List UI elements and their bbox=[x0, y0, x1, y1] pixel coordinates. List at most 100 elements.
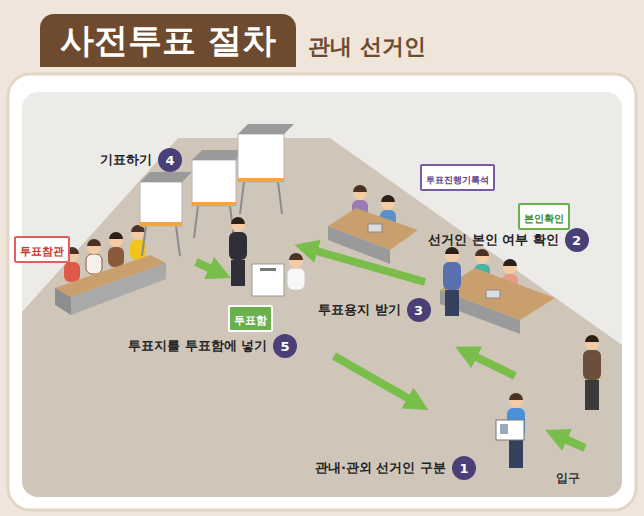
sign-board: 본인확인 bbox=[518, 203, 570, 230]
person bbox=[287, 253, 305, 290]
booth-leg bbox=[240, 182, 244, 214]
table-front bbox=[440, 290, 520, 334]
flow-arrow bbox=[196, 262, 220, 273]
laptop bbox=[486, 290, 500, 298]
person-hair bbox=[381, 195, 395, 202]
voting-booth bbox=[238, 124, 294, 214]
person-legs bbox=[585, 380, 599, 410]
person-hair bbox=[109, 232, 123, 239]
person-head bbox=[87, 240, 101, 254]
booth-strip bbox=[140, 222, 182, 226]
callout-number: 3 bbox=[407, 298, 431, 322]
person-body bbox=[443, 262, 461, 290]
person-head bbox=[509, 394, 523, 408]
callout-number: 4 bbox=[158, 148, 182, 172]
person-head bbox=[353, 186, 367, 200]
person-head bbox=[585, 336, 599, 350]
step-label: 투표지를 투표함에 넣기 bbox=[128, 338, 267, 354]
flow-arrow bbox=[306, 248, 425, 282]
ballot-slot bbox=[260, 268, 276, 271]
person bbox=[229, 217, 247, 286]
booth-leg bbox=[278, 182, 282, 214]
person-head bbox=[231, 218, 245, 232]
table-front bbox=[71, 263, 166, 315]
person-legs bbox=[509, 438, 523, 468]
booth-strip bbox=[238, 178, 284, 182]
ballot-box bbox=[252, 264, 284, 296]
flow-arrow bbox=[556, 435, 585, 448]
person bbox=[86, 239, 102, 274]
booth-top bbox=[238, 124, 294, 134]
person-body bbox=[229, 232, 247, 260]
sign-label: 본인확인 bbox=[524, 213, 564, 224]
person bbox=[108, 232, 124, 267]
booth-box bbox=[140, 182, 182, 226]
room bbox=[22, 92, 622, 497]
person-hair bbox=[289, 253, 303, 260]
person bbox=[443, 247, 461, 316]
panel bbox=[8, 74, 636, 510]
floor-label: 입구 bbox=[556, 470, 580, 487]
table-side bbox=[55, 288, 71, 315]
voting-booth bbox=[140, 172, 192, 256]
callout-number: 5 bbox=[273, 334, 297, 358]
sign-label: 투표함 bbox=[234, 314, 267, 327]
step-label: 기표하기 bbox=[100, 152, 152, 168]
callout-number: 1 bbox=[452, 456, 476, 480]
booth-top bbox=[140, 172, 192, 182]
floor bbox=[22, 138, 622, 497]
person-hair bbox=[509, 393, 523, 400]
person-hair bbox=[231, 217, 245, 224]
booth-leg bbox=[142, 226, 146, 256]
person bbox=[583, 335, 601, 410]
person-body bbox=[108, 247, 124, 267]
step-callout: 기표하기 4 bbox=[100, 148, 182, 172]
sign-label: 투표참관 bbox=[20, 245, 64, 258]
subtitle: 관내 선거인 bbox=[308, 32, 426, 62]
person-hair bbox=[585, 335, 599, 342]
booth-strip bbox=[192, 202, 236, 206]
id-card bbox=[496, 420, 524, 440]
person-body bbox=[287, 268, 305, 290]
person-head bbox=[475, 250, 489, 264]
person-hair bbox=[87, 239, 101, 246]
step-callout: 투표지를 투표함에 넣기 5 bbox=[128, 334, 297, 358]
sign-board: 투표함 bbox=[228, 305, 273, 332]
step-label: 투표용지 받기 bbox=[318, 302, 401, 318]
booth-box bbox=[192, 160, 236, 206]
booth-leg bbox=[194, 206, 198, 238]
person-body bbox=[64, 262, 80, 282]
person-hair bbox=[445, 247, 459, 254]
sign-board: 투표진행기록석 bbox=[420, 164, 495, 191]
person-head bbox=[381, 196, 395, 210]
id-photo bbox=[500, 424, 508, 434]
person-body bbox=[86, 254, 102, 274]
person-legs bbox=[445, 290, 459, 316]
step-label: 관내·관외 선거인 구분 bbox=[315, 460, 446, 476]
person bbox=[130, 225, 146, 260]
flow-arrow bbox=[466, 352, 515, 376]
person-body bbox=[583, 350, 601, 380]
step-callout: 관내·관외 선거인 구분 1 bbox=[315, 456, 476, 480]
title-banner: 사전투표 절차 bbox=[40, 14, 296, 67]
sign-label: 투표진행기록석 bbox=[426, 175, 489, 185]
wall bbox=[22, 92, 622, 497]
person-head bbox=[109, 233, 123, 247]
person-head bbox=[131, 226, 145, 240]
person-head bbox=[289, 254, 303, 268]
laptop bbox=[368, 224, 382, 232]
booth-leg bbox=[176, 226, 180, 256]
person-head bbox=[503, 260, 517, 274]
callout-number: 2 bbox=[565, 228, 589, 252]
booth-box bbox=[238, 134, 284, 182]
person-legs bbox=[231, 260, 245, 286]
sign-board: 투표참관 bbox=[14, 236, 70, 263]
step-callout: 투표용지 받기 3 bbox=[318, 298, 431, 322]
step-callout: 선거인 본인 여부 확인2 bbox=[428, 228, 589, 252]
person-hair bbox=[353, 185, 367, 192]
flow-arrow bbox=[334, 356, 418, 404]
